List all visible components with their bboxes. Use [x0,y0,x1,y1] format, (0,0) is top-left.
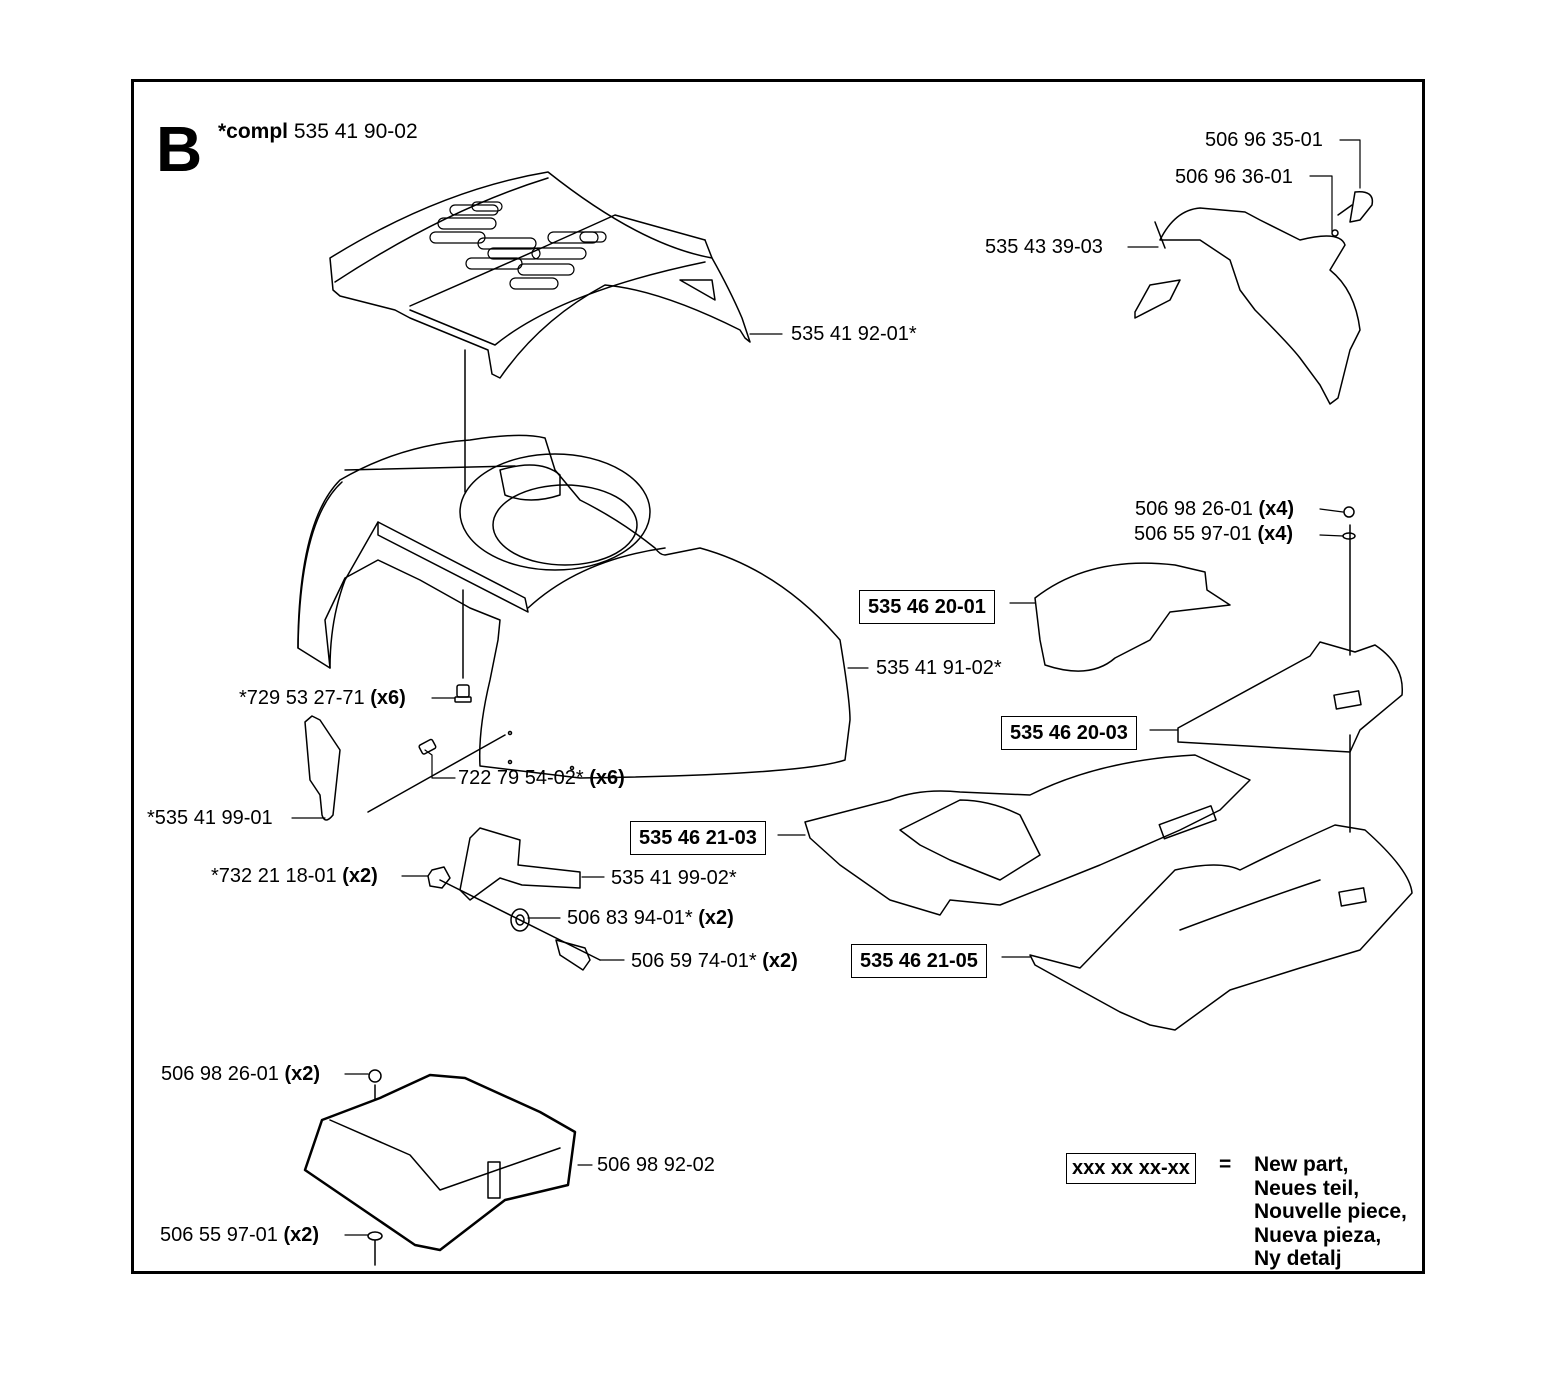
new-part-label: 535 46 21-03 [630,821,766,855]
legend-line: New part, [1254,1153,1349,1176]
part-number: 506 59 74-01* [631,950,757,972]
part-number: 506 55 97-01 [160,1224,278,1246]
part-label: *535 41 99-01 [147,807,273,829]
body-housing [297,434,851,779]
part-quantity: (x4) [1258,498,1295,520]
part-label-qty: 506 98 26-01 (x2) [161,1063,320,1085]
part-quantity: (x2) [762,950,798,972]
part-label-qty: 506 55 97-01 (x2) [160,1224,319,1246]
pad-535-46-20-01 [1034,562,1231,672]
legend-line: Nouvelle piece, [1254,1200,1407,1223]
new-part-label: 535 46 20-03 [1001,716,1137,750]
top-hood-cover [329,171,751,379]
legend-code-box: xxx xx xx-xx [1066,1153,1196,1184]
part-number: 506 98 26-01 [161,1063,279,1085]
new-part-label: 535 46 20-01 [859,590,995,624]
screw-part [454,684,472,703]
legend-line: Nueva pieza, [1254,1223,1382,1247]
part-label-qty: 722 79 54-02* (x6) [458,767,625,789]
part-label: 535 41 91-02* [876,657,1002,679]
complete-assembly-label: *compl 535 41 90-02 [218,120,418,144]
side-cover-top-right [1134,191,1374,405]
section-letter: B [156,113,203,185]
insulation-535-46-21-05 [1029,824,1413,1031]
insulation-535-46-21-03 [804,754,1251,916]
part-label-qty: 506 83 94-01* (x2) [567,907,734,929]
legend-line: Ny detalj [1254,1247,1342,1270]
part-quantity: (x2) [283,1224,320,1246]
new-part-label: 535 46 21-05 [851,944,987,978]
part-quantity: (x2) [698,907,734,929]
compl-number: 535 41 90-02 [293,120,418,143]
part-label-qty: 506 98 26-01 (x4) [1135,498,1294,520]
legend-line: Neues teil, [1254,1176,1360,1200]
leader-lines-right [1342,506,1356,833]
battery-cover [303,1069,577,1266]
part-label: 535 41 92-01* [791,323,917,345]
part-label-qty: *729 53 27-71 (x6) [239,687,406,709]
compl-prefix: *compl [218,120,289,143]
bracket-right [459,827,581,901]
part-number: 506 83 94-01* [567,907,693,929]
part-label-qty: *732 21 18-01 (x2) [211,865,378,887]
part-number: 722 79 54-02* [458,767,584,789]
pad-535-46-20-03 [1177,641,1403,753]
diagram-frame [131,79,1425,1274]
part-label: 506 96 35-01 [1205,129,1323,151]
part-number: *729 53 27-71 [239,687,365,709]
part-quantity: (x6) [370,687,406,709]
part-label: 535 43 39-03 [985,236,1103,258]
part-number: 506 55 97-01 [1134,523,1252,545]
part-number: 506 98 26-01 [1135,498,1253,520]
leader-lines [291,139,1361,1236]
legend-equals: = [1219,1153,1232,1176]
bracket-left [304,715,341,821]
part-quantity: (x4) [1257,523,1294,545]
part-quantity: (x6) [589,767,625,789]
part-label: 535 41 99-02* [611,867,737,889]
legend-text: New part, Neues teil, Nouvelle piece, Nu… [1254,1153,1407,1271]
rod-part [367,734,506,813]
part-number: *732 21 18-01 [211,865,337,887]
part-label-qty: 506 59 74-01* (x2) [631,950,798,972]
part-label: 506 98 92-02 [597,1154,715,1176]
part-label-qty: 506 55 97-01 (x4) [1134,523,1293,545]
part-label: 506 96 36-01 [1175,166,1293,188]
part-quantity: (x2) [284,1063,321,1085]
part-quantity: (x2) [342,865,378,887]
